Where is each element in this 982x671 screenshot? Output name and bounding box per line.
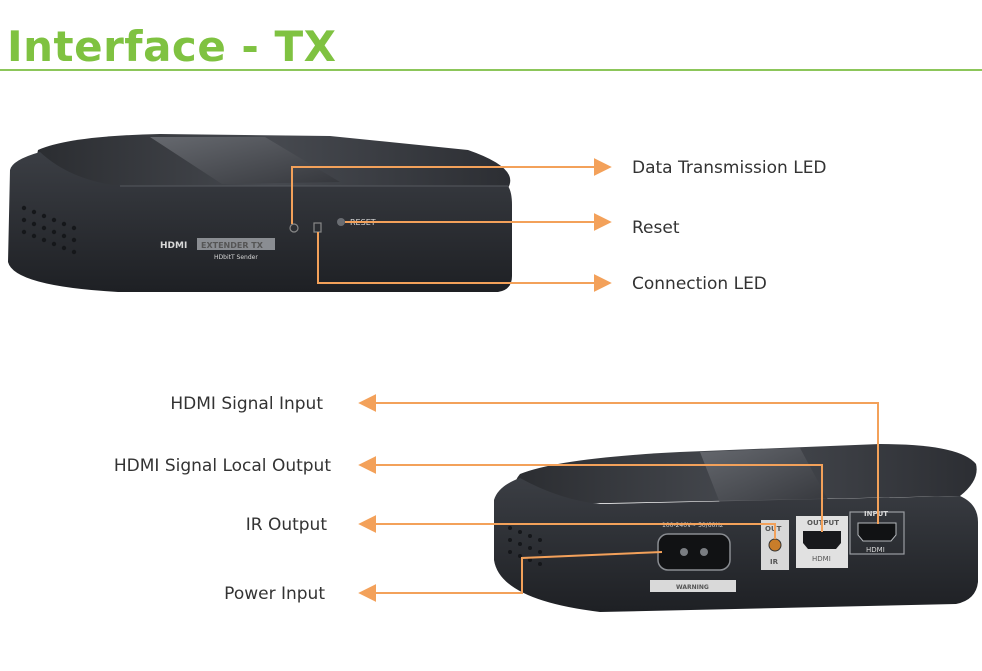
callout-label-power-input: Power Input bbox=[224, 584, 325, 604]
ir-output-jack[interactable] bbox=[768, 538, 782, 552]
warning-text: WARNING bbox=[676, 584, 709, 591]
callout-label-hdmi-signal-local-output: HDMI Signal Local Output bbox=[114, 456, 331, 476]
callout-label-ir-output: IR Output bbox=[246, 515, 328, 535]
data-transmission-led bbox=[289, 223, 299, 233]
rear-vent-holes bbox=[508, 526, 542, 566]
hdmi-input-bottom-text: HDMI bbox=[866, 546, 885, 554]
rear-device: 100-240V~ 50/60Hz WARNING OUT IR OUTPUT … bbox=[494, 444, 978, 612]
callout-label-connection-led: Connection LED bbox=[632, 274, 767, 294]
front-device: HDMI EXTENDER TX HDbitT Sender RESET bbox=[8, 134, 512, 292]
hdmi-output-bottom-text: HDMI bbox=[812, 555, 831, 563]
hdmi-output-port[interactable] bbox=[803, 531, 841, 549]
callout-label-reset: Reset bbox=[632, 218, 680, 238]
hdmi-input-top-text: INPUT bbox=[864, 510, 888, 518]
front-model-text: EXTENDER TX bbox=[201, 241, 264, 250]
hdmi-input-port[interactable] bbox=[857, 522, 897, 542]
reset-button[interactable] bbox=[337, 218, 345, 226]
page-title: Interface - TX bbox=[7, 22, 337, 71]
front-brand-text: HDMI bbox=[160, 241, 187, 251]
front-model-plate bbox=[197, 238, 275, 250]
front-callout-lines bbox=[291, 158, 612, 292]
callout-line-data-led bbox=[291, 158, 612, 224]
ir-top-text: OUT bbox=[765, 525, 782, 533]
callout-line-hdmi-input bbox=[358, 394, 879, 524]
hdmi-output-top-text: OUTPUT bbox=[807, 519, 839, 527]
warning-label bbox=[650, 580, 736, 592]
power-rating-text: 100-240V~ 50/60Hz bbox=[662, 522, 723, 529]
callout-label-data-transmission-led: Data Transmission LED bbox=[632, 158, 827, 178]
callout-line-hdmi-output bbox=[358, 456, 823, 532]
callout-line-connection-led bbox=[317, 232, 612, 292]
title-divider bbox=[0, 69, 982, 71]
callout-label-hdmi-signal-input: HDMI Signal Input bbox=[170, 394, 323, 414]
front-sub-text: HDbitT Sender bbox=[214, 254, 258, 261]
callout-line-power-input bbox=[358, 551, 663, 602]
rear-callout-lines bbox=[358, 394, 879, 602]
callout-line-ir-output bbox=[358, 515, 776, 539]
ir-bottom-text: IR bbox=[770, 558, 779, 566]
power-input-socket[interactable] bbox=[657, 533, 731, 571]
front-vent-holes bbox=[21, 205, 77, 255]
